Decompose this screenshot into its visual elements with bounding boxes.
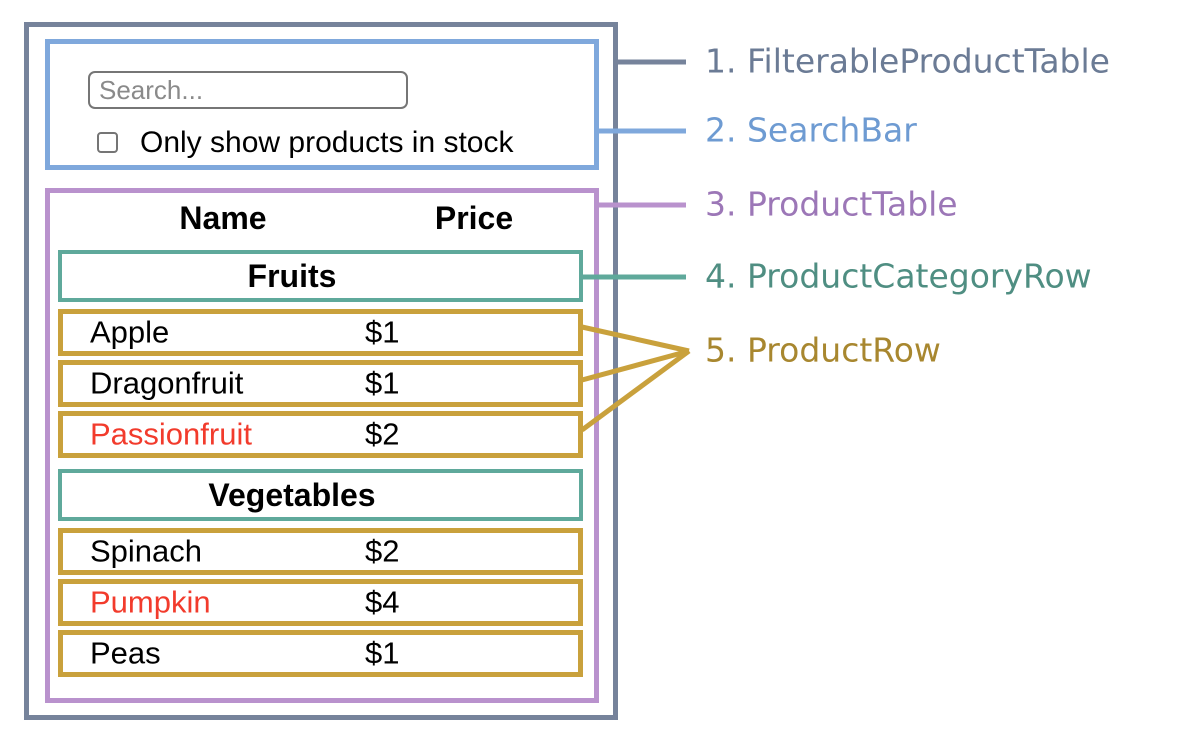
- category-label: Fruits: [247, 257, 337, 294]
- product-name: Pumpkin: [90, 583, 211, 619]
- product-name: Spinach: [90, 532, 203, 568]
- product-price: $1: [365, 634, 400, 670]
- in-stock-checkbox[interactable]: [97, 132, 118, 153]
- product-row-passionfruit: Passionfruit $2: [58, 411, 583, 458]
- label-product-category-row: 4. ProductCategoryRow: [705, 256, 1092, 296]
- product-row-spinach: Spinach $2: [58, 528, 583, 575]
- column-header-name: Name: [179, 200, 267, 236]
- product-row-apple: Apple $1: [58, 309, 583, 356]
- product-price: $2: [365, 415, 400, 451]
- label-product-row: 5. ProductRow: [705, 330, 941, 370]
- product-price: $2: [365, 532, 400, 568]
- product-price: $1: [365, 364, 400, 400]
- product-table-box: Name Price Fruits Apple $1 Dragonfruit $…: [45, 188, 599, 703]
- product-row-pumpkin: Pumpkin $4: [58, 579, 583, 626]
- label-search-bar: 2. SearchBar: [705, 110, 917, 150]
- product-category-row-fruits: Fruits: [58, 250, 583, 302]
- filterable-product-table-box: Only show products in stock Name Price F…: [24, 22, 618, 720]
- search-bar-box: Only show products in stock: [45, 39, 599, 170]
- product-price: $4: [365, 583, 400, 619]
- product-name: Dragonfruit: [90, 364, 244, 400]
- in-stock-checkbox-label: Only show products in stock: [140, 126, 514, 159]
- product-name: Peas: [90, 634, 161, 670]
- product-price: $1: [365, 313, 400, 349]
- product-category-row-vegetables: Vegetables: [58, 469, 583, 521]
- search-input[interactable]: [88, 71, 408, 109]
- product-name: Apple: [90, 313, 170, 349]
- product-row-dragonfruit: Dragonfruit $1: [58, 360, 583, 407]
- label-product-table: 3. ProductTable: [705, 184, 958, 224]
- product-row-peas: Peas $1: [58, 630, 583, 677]
- category-label: Vegetables: [208, 476, 376, 513]
- product-name: Passionfruit: [90, 415, 252, 451]
- in-stock-filter-row[interactable]: Only show products in stock: [97, 125, 514, 160]
- label-filterable-product-table: 1. FilterableProductTable: [705, 41, 1110, 81]
- column-header-price: Price: [434, 200, 514, 236]
